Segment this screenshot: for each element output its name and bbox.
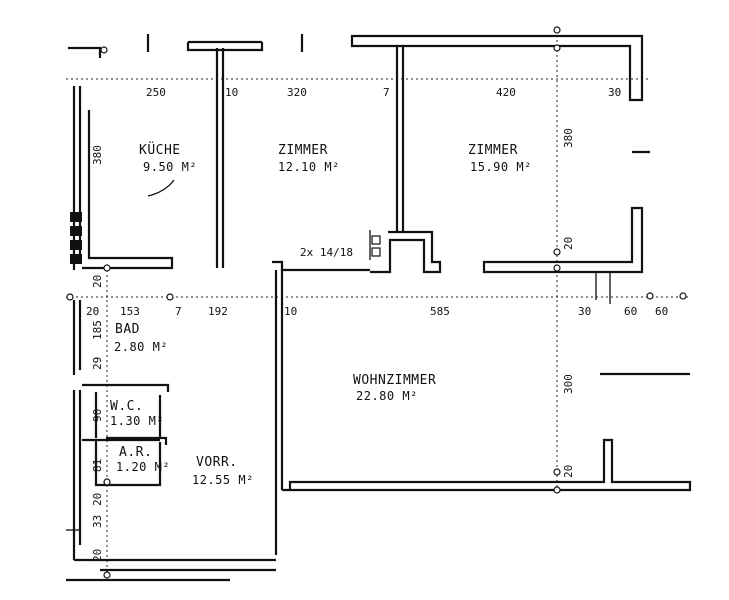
room-area-zimmer-2: 15.90 M² [470,160,532,174]
dim-v-1: 380 [562,128,575,148]
room-area-ar: 1.20 M² [116,460,170,474]
room-name-zimmer-1: ZIMMER [278,143,328,158]
dim-v-7: 81 [91,459,104,472]
walls [66,34,692,582]
dim-v-2: 20 [562,237,575,250]
room-name-zimmer-2: ZIMMER [468,143,518,158]
dim-top-5: 30 [608,86,621,99]
dim-v-12: 20 [562,465,575,478]
dim-v-11: 300 [562,374,575,394]
room-area-kueche: 9.50 M² [143,160,197,174]
room-name-wohnzimmer: WOHNZIMMER [353,373,436,388]
dim-mid-0: 20 [86,305,99,318]
vertical-dimensions: 380 380 20 20 185 29 90 81 20 33 20 300 … [91,128,575,562]
dim-v-4: 185 [91,320,104,340]
dim-mid-6: 30 [578,305,591,318]
dim-top-0: 250 [146,86,166,99]
dim-v-6: 90 [91,409,104,422]
room-area-bad: 2.80 M² [114,340,168,354]
room-name-ar: A.R. [119,445,152,460]
dim-mid-3: 192 [208,305,228,318]
dim-mid-4: 10 [284,305,297,318]
dim-top-3: 7 [383,86,390,99]
dim-top-1: 10 [225,86,238,99]
dim-v-9: 33 [91,515,104,528]
dim-top-2: 320 [287,86,307,99]
dim-v-3: 20 [91,275,104,288]
dim-mid-1: 153 [120,305,140,318]
dim-mid-2: 7 [175,305,182,318]
room-area-wc: 1.30 M² [110,414,164,428]
dim-mid-7: 60 [624,305,637,318]
dim-v-10: 20 [91,549,104,562]
dim-mid-8: 60 [655,305,668,318]
dim-top-4: 420 [496,86,516,99]
room-name-kueche: KÜCHE [139,141,181,158]
room-name-wc: W.C. [110,399,143,414]
dim-v-8: 20 [91,493,104,506]
room-area-vorr: 12.55 M² [192,473,254,487]
kitchen-mark [147,179,175,197]
middle-dimensions: 20 153 7 192 10 585 30 60 60 [86,305,668,318]
room-labels: KÜCHE 9.50 M² ZIMMER 12.10 M² ZIMMER 15.… [110,141,532,487]
duct-blocks [70,212,381,264]
room-area-zimmer-1: 12.10 M² [278,160,340,174]
room-name-bad: BAD [115,322,140,337]
top-dimensions: 250 10 320 7 420 30 [146,86,621,99]
room-area-wohnzimmer: 22.80 M² [356,389,418,403]
dim-v-0: 380 [91,145,104,165]
room-name-vorr: VORR. [196,455,238,470]
dim-mid-5: 585 [430,305,450,318]
dim-v-5: 29 [91,357,104,370]
dimension-markers [66,26,687,579]
stair-label: 2x 14/18 [300,246,353,259]
